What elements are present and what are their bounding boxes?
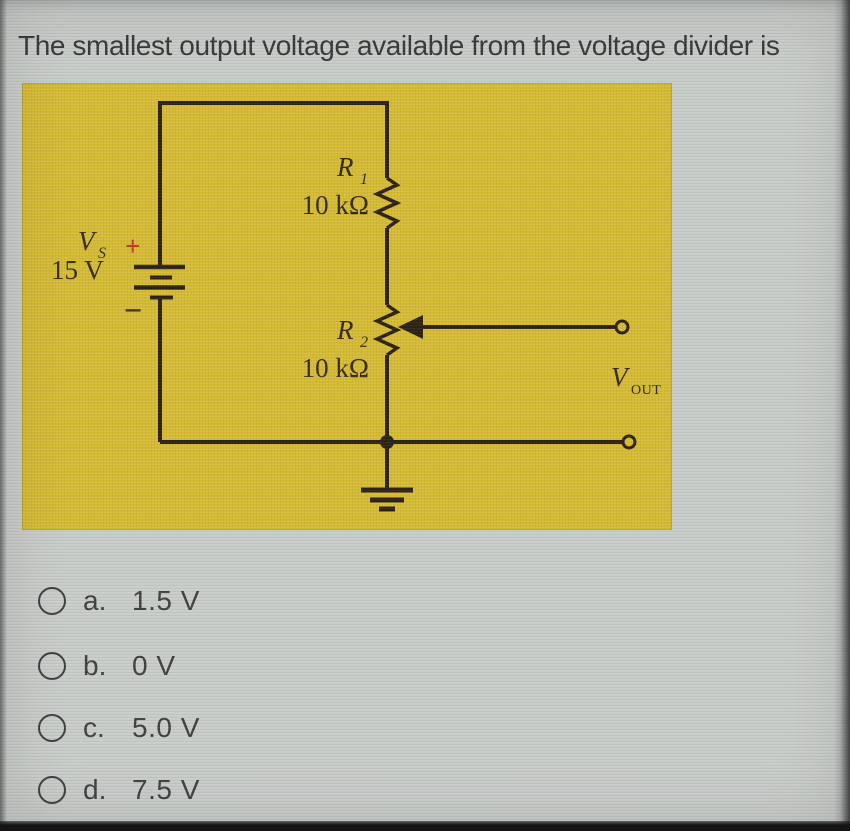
r1-name-label: R <box>336 152 354 182</box>
option-row-c[interactable]: c. 5.0 V <box>38 712 200 744</box>
screen-edge-bottom <box>0 821 850 831</box>
vout-name-label: V <box>611 362 631 392</box>
option-row-d[interactable]: d. 7.5 V <box>38 774 200 806</box>
option-row-a[interactable]: a. 1.5 V <box>38 585 200 617</box>
screen-edge-left <box>0 0 7 831</box>
option-letter-b: b. <box>83 650 107 681</box>
option-row-b[interactable]: b. 0 V <box>38 650 176 682</box>
source-sub-label: S <box>98 245 106 262</box>
minus-sign: − <box>124 292 142 328</box>
option-value-b: 0 V <box>132 650 176 681</box>
source-value-label: 15 V <box>51 255 104 285</box>
option-value-a: 1.5 V <box>132 585 200 616</box>
radio-button-d[interactable] <box>38 776 66 804</box>
option-letter-c: c. <box>83 712 105 743</box>
wiper-arrow-icon <box>398 315 630 339</box>
question-title: The smallest output voltage available fr… <box>18 30 780 61</box>
resistor-r2-icon <box>372 303 402 357</box>
output-terminal-top <box>614 319 630 335</box>
radio-button-a[interactable] <box>38 587 66 615</box>
screen-edge-right <box>834 0 850 831</box>
vout-sub-label: OUT <box>631 383 661 398</box>
ground-icon <box>361 442 413 512</box>
circuit-svg: V S + 15 V − R 1 10 kΩ R 2 10 kΩ V OUT <box>51 101 661 512</box>
r2-name-label: R <box>336 315 354 345</box>
wiper-arrowhead <box>398 315 423 339</box>
circuit-figure: V S + 15 V − R 1 10 kΩ R 2 10 kΩ V OUT <box>22 83 672 530</box>
r1-value-label: 10 kΩ <box>302 190 369 220</box>
radio-button-c[interactable] <box>38 714 66 742</box>
option-letter-a: a. <box>83 585 107 616</box>
option-letter-d: d. <box>83 774 107 805</box>
r2-value-label: 10 kΩ <box>302 353 369 383</box>
option-value-c: 5.0 V <box>132 712 200 743</box>
output-terminal-bottom <box>621 434 637 450</box>
radio-button-b[interactable] <box>38 652 66 680</box>
resistor-r1-icon <box>372 176 402 230</box>
r1-sub-label: 1 <box>360 171 368 188</box>
plus-sign: + <box>125 231 140 261</box>
battery-icon <box>134 264 185 300</box>
r2-sub-label: 2 <box>360 334 368 351</box>
source-name-label: V <box>78 226 98 256</box>
option-value-d: 7.5 V <box>132 774 200 805</box>
